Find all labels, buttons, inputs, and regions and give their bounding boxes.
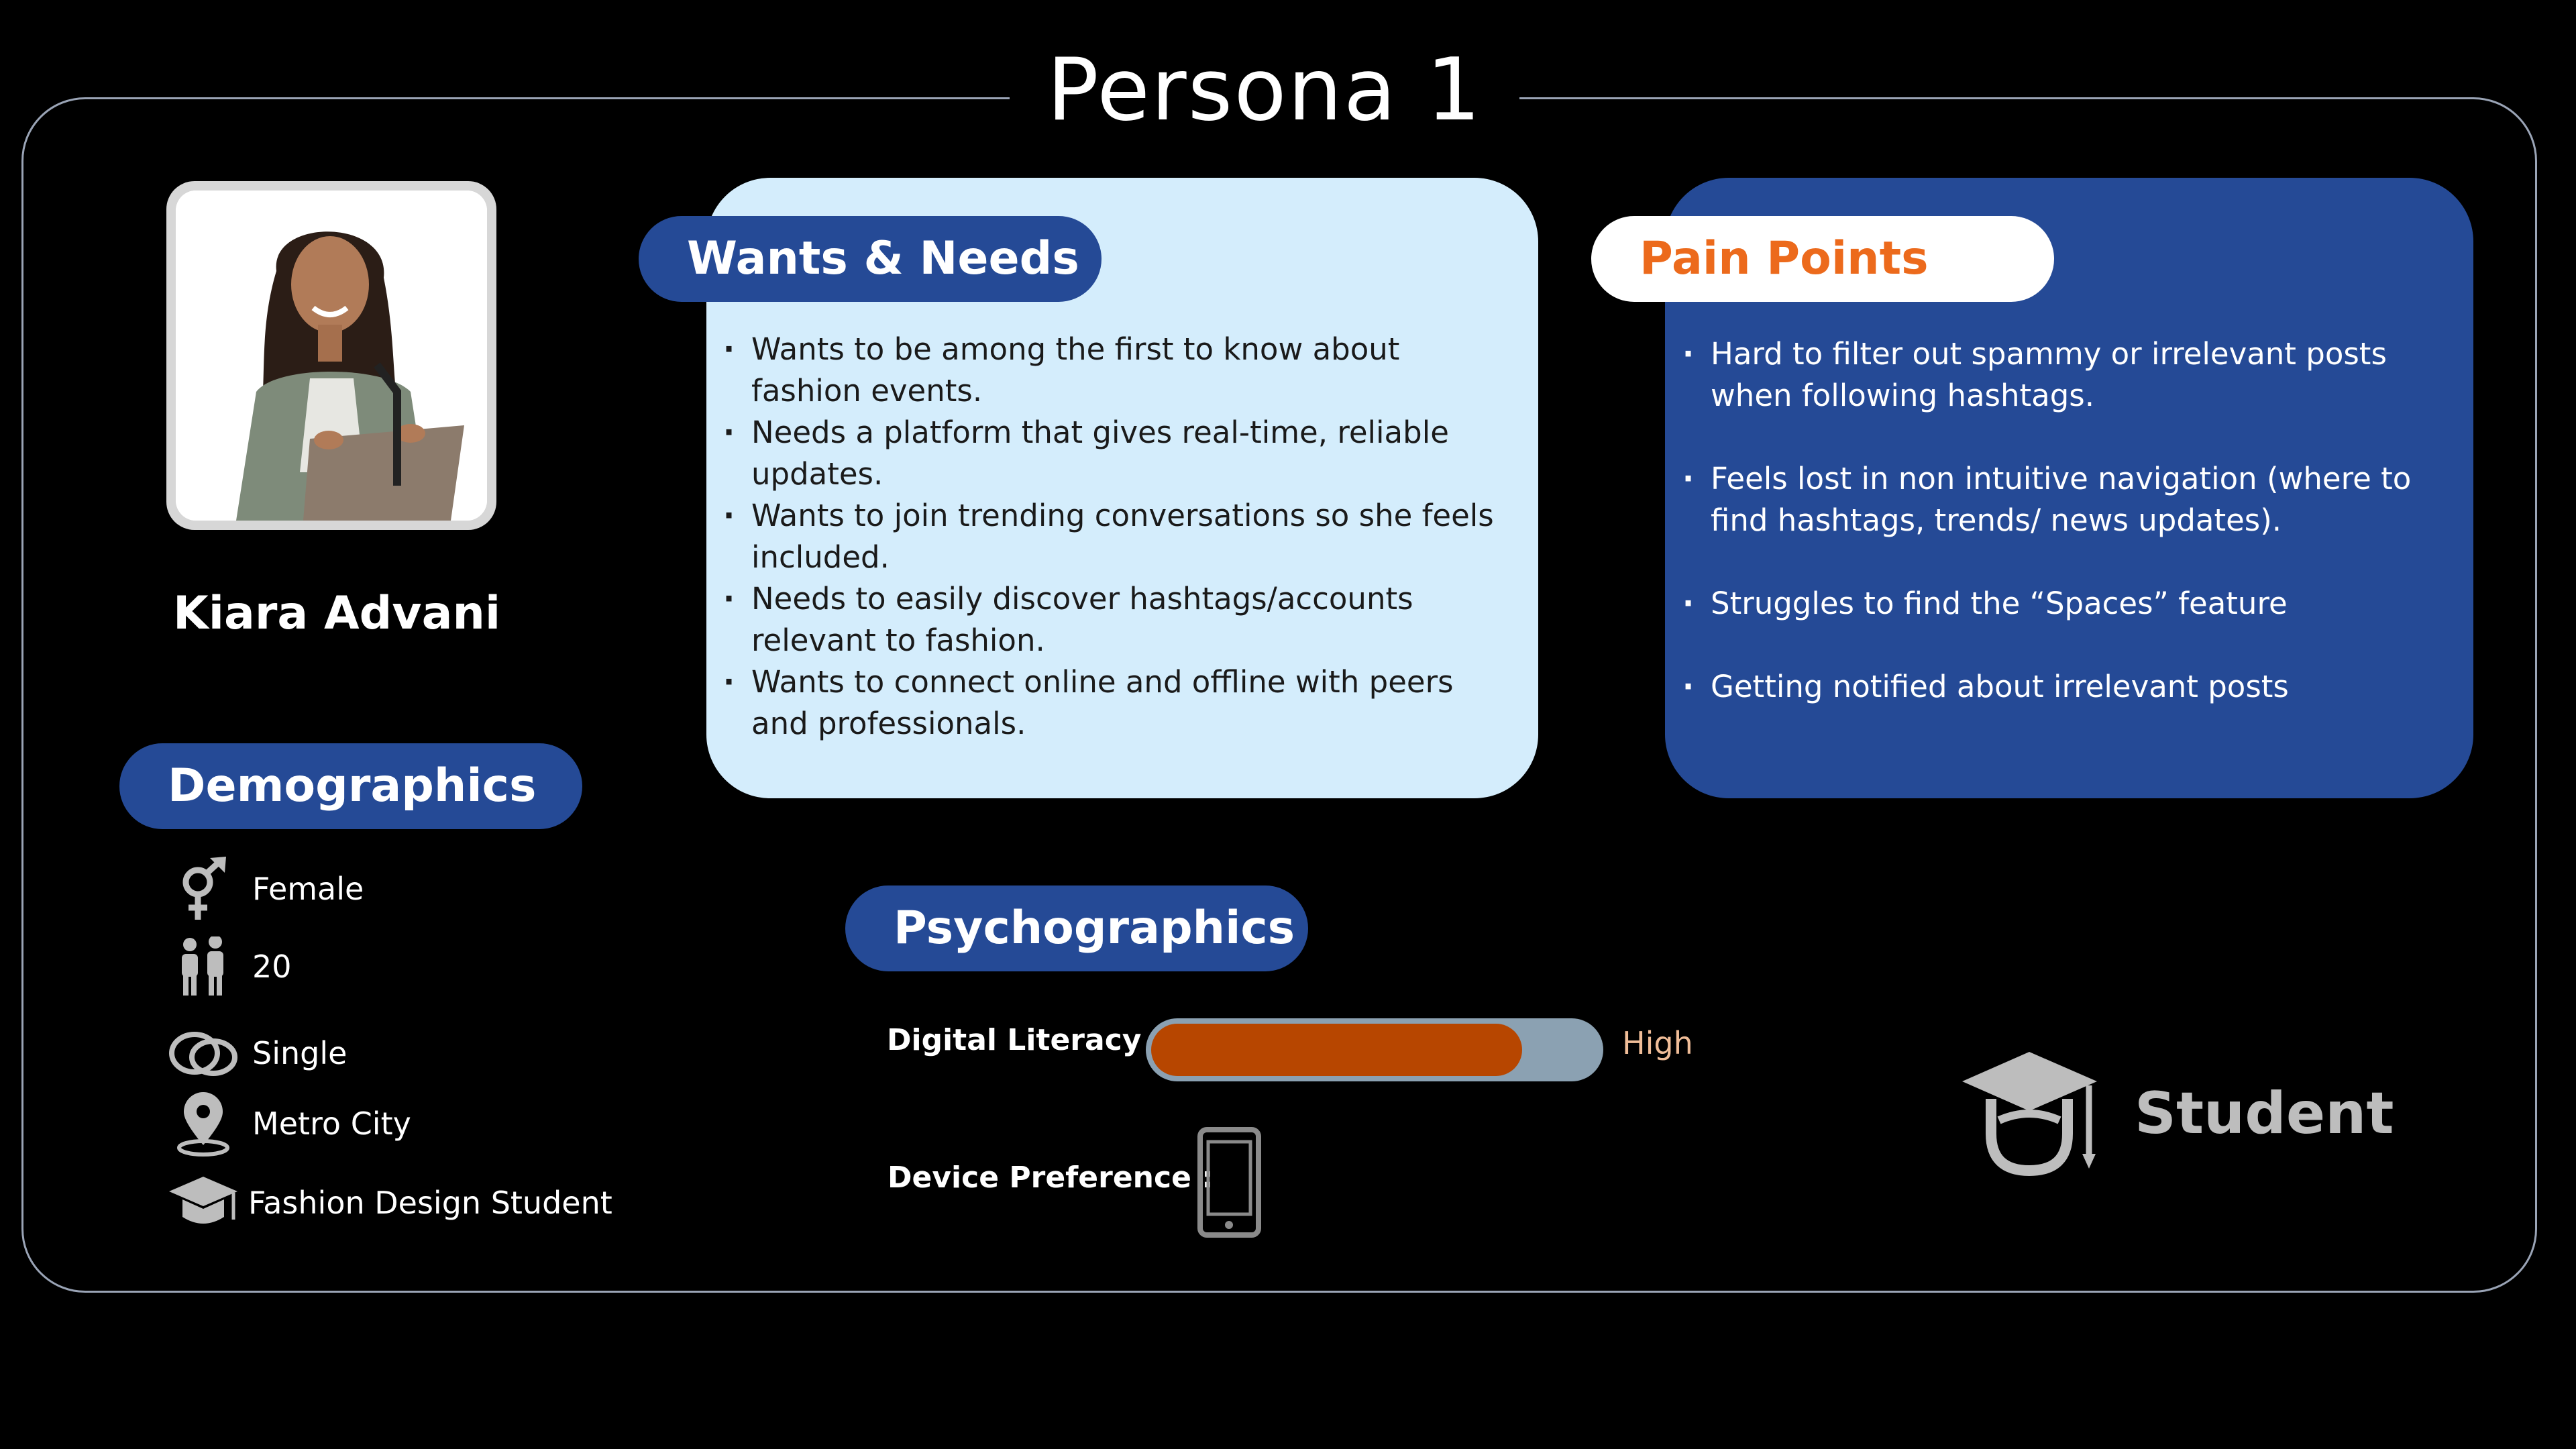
list-item: Wants to connect online and offline with… (723, 661, 1508, 745)
list-item: Struggles to find the “Spaces” feature (1682, 583, 2440, 625)
person-illustration (176, 191, 487, 521)
psychographics-heading: Psychographics (845, 885, 1308, 971)
demographics-heading: Demographics (119, 743, 582, 829)
wants-needs-list: Wants to be among the first to know abou… (723, 329, 1508, 745)
age-label: 20 (252, 949, 292, 985)
pain-points-list: Hard to filter out spammy or irrelevant … (1682, 333, 2440, 749)
page-title: Persona 1 (1010, 37, 1519, 144)
smartphone-icon (1197, 1127, 1261, 1238)
gender-icon (160, 852, 247, 926)
digital-literacy-fill (1151, 1024, 1522, 1076)
demographic-location: Metro City (160, 1087, 411, 1161)
location-label: Metro City (252, 1106, 411, 1142)
demographic-occupation: Fashion Design Student (160, 1166, 612, 1240)
list-item: Wants to join trending conversations so … (723, 495, 1508, 578)
digital-literacy-bar (1146, 1018, 1603, 1081)
list-item: Needs a platform that gives real-time, r… (723, 412, 1508, 495)
age-icon (160, 930, 247, 1004)
list-item: Getting notified about irrelevant posts (1682, 666, 2440, 708)
device-preference-label: Device Preference : (888, 1161, 1214, 1195)
list-item: Feels lost in non intuitive navigation (… (1682, 458, 2440, 541)
relationship-label: Single (252, 1035, 347, 1071)
list-item: Needs to easily discover hashtags/accoun… (723, 578, 1508, 661)
demographic-age: 20 (160, 930, 292, 1004)
rings-icon (160, 1016, 247, 1090)
gender-label: Female (252, 871, 364, 907)
demographic-gender: Female (160, 852, 364, 926)
digital-literacy-value: High (1622, 1025, 1693, 1061)
pain-points-heading: Pain Points (1591, 216, 2054, 302)
avatar-photo (176, 191, 487, 521)
persona-name: Kiara Advani (173, 587, 501, 640)
occupation-badge-label: Student (2135, 1080, 2394, 1147)
digital-literacy-label: Digital Literacy : (887, 1023, 1164, 1057)
location-pin-icon (160, 1087, 247, 1161)
occupation-label: Fashion Design Student (248, 1185, 612, 1221)
wants-needs-heading: Wants & Needs (639, 216, 1102, 302)
demographic-relationship: Single (160, 1016, 347, 1090)
avatar (166, 181, 496, 530)
list-item: Wants to be among the first to know abou… (723, 329, 1508, 412)
student-icon (1957, 1046, 2102, 1177)
graduation-cap-icon (160, 1166, 247, 1240)
list-item: Hard to filter out spammy or irrelevant … (1682, 333, 2440, 417)
